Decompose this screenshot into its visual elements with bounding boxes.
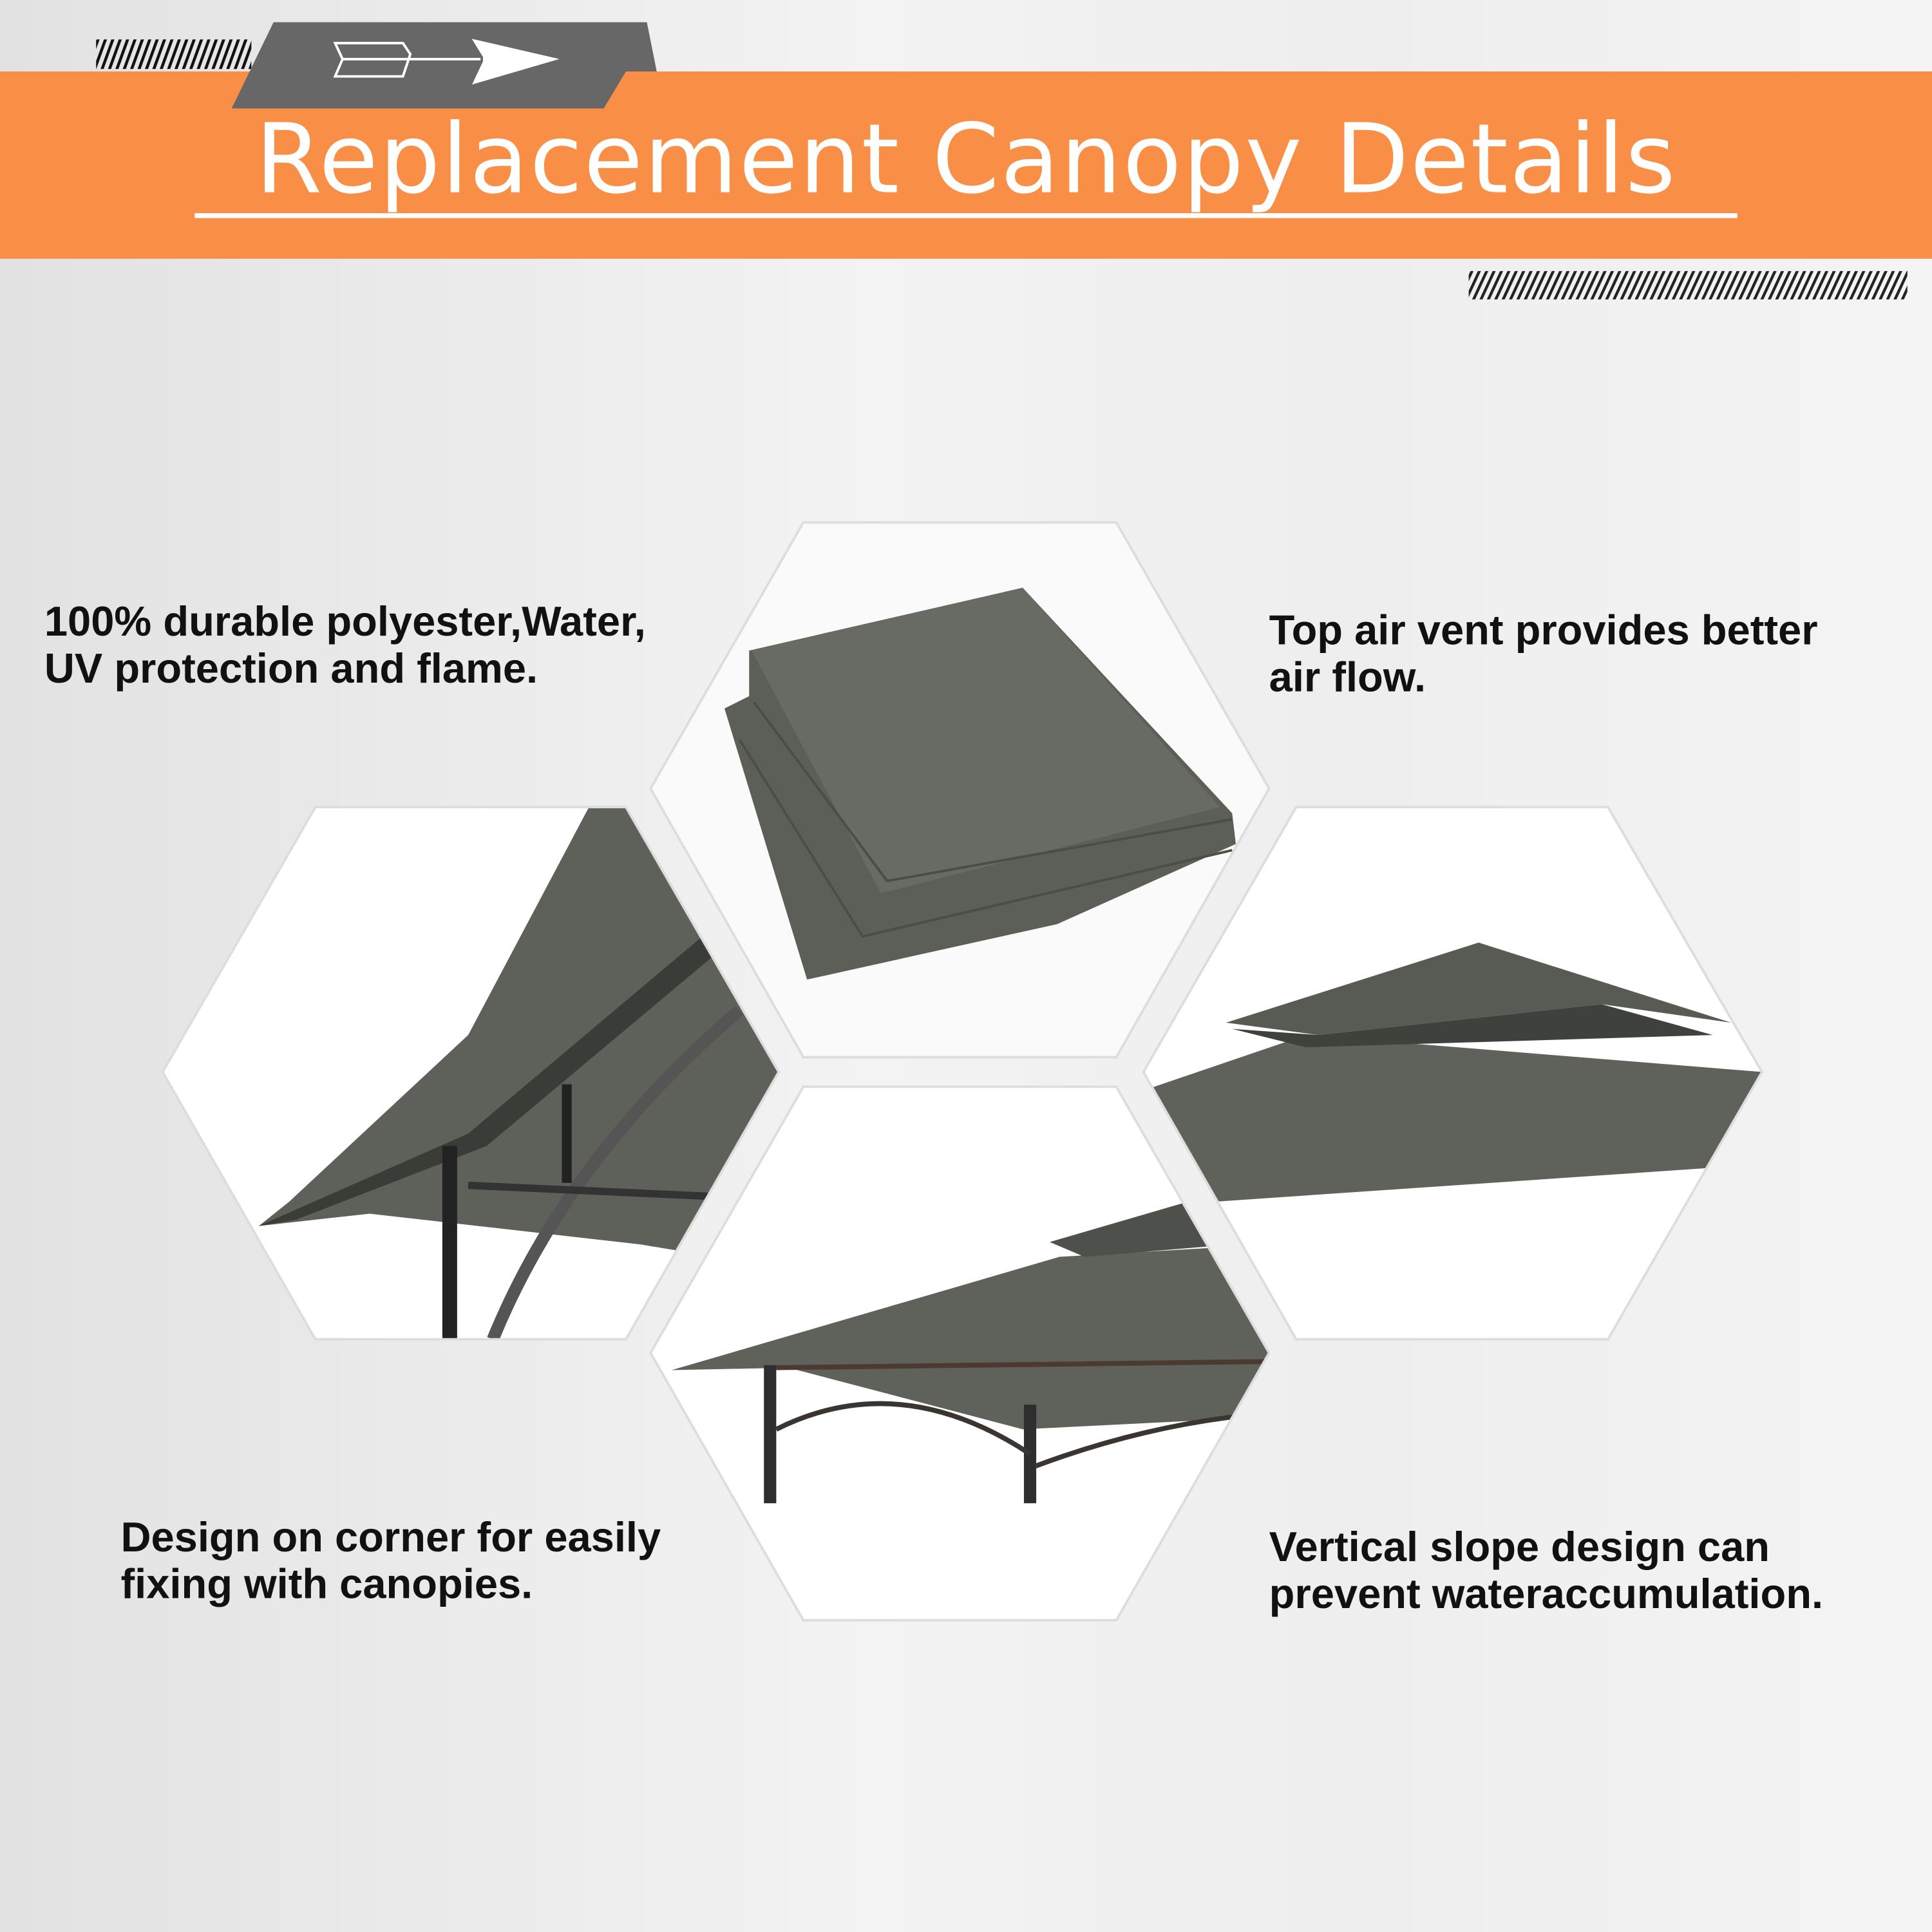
feature-air-vent: Top air vent provides better air flow. (1269, 607, 1818, 701)
feature-line: air flow. (1269, 654, 1426, 701)
hatch-decoration-right (1468, 270, 1908, 299)
feature-material: 100% durable polyester,Water, UV protect… (44, 599, 646, 692)
hatch-decoration-left (96, 39, 252, 70)
feature-slope-design: Vertical slope design can prevent watera… (1269, 1524, 1823, 1618)
hexagon-folded-canopy (650, 522, 1269, 1057)
feature-corner-design: Design on corner for easily fixing with … (121, 1514, 661, 1607)
feature-line: Vertical slope design can (1269, 1524, 1770, 1571)
feature-line: UV protection and flame. (44, 645, 538, 693)
feature-line: prevent wateraccumulation. (1269, 1571, 1824, 1618)
arrow-icon (333, 39, 560, 85)
hexagon-vertical-slope (650, 1086, 1269, 1620)
header-tab (231, 22, 657, 109)
page-title: Replacement Canopy Details (255, 104, 1677, 216)
hexagon-corner-design (162, 807, 779, 1340)
hexagon-air-vent (1143, 807, 1762, 1340)
feature-line: Design on corner for easily (120, 1514, 661, 1562)
feature-line: fixing with canopies. (120, 1561, 533, 1608)
feature-line: Top air vent provides better (1269, 607, 1818, 654)
feature-line: 100% durable polyester,Water, (44, 598, 646, 646)
